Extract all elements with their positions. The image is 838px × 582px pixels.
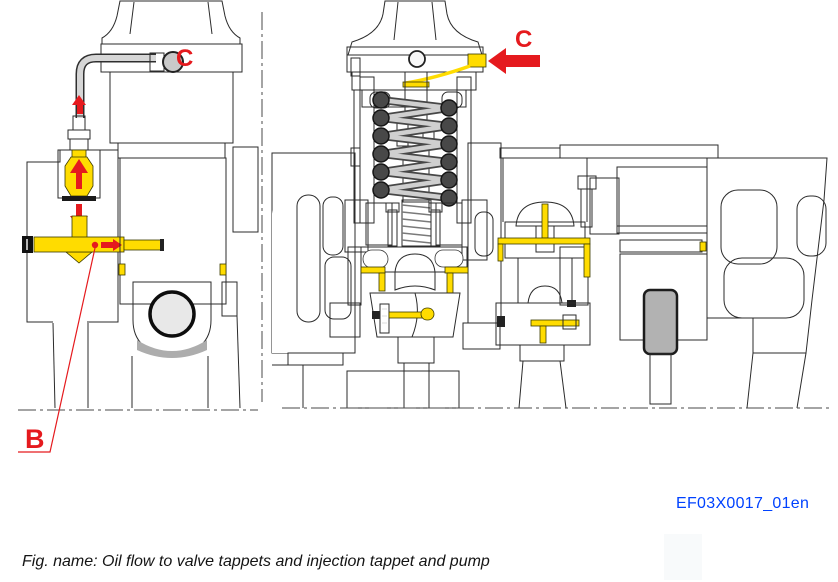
- seat-bolt-right: [430, 209, 441, 247]
- pipe-fitting: [72, 115, 86, 131]
- oil-nozzle: [420, 307, 435, 321]
- injection-tappet: [329, 246, 501, 409]
- tappet-roller: [148, 290, 196, 338]
- cover-band: [559, 144, 719, 159]
- tappet2-check-valve: [562, 314, 577, 330]
- block-hatch-mid-right: [589, 177, 620, 235]
- banjo-fitting: [162, 51, 184, 73]
- flow-arrow-right-icon: [101, 239, 122, 251]
- oil-gallery: [22, 215, 164, 264]
- flange-hole: [408, 50, 426, 68]
- flow-arrow-up-icon: [70, 159, 88, 189]
- label-c-right: C: [515, 26, 532, 53]
- figure-reference-code: EF03X0017_01en: [676, 495, 810, 512]
- far-right-engine-block: [616, 157, 828, 409]
- leader-line-b: [18, 247, 96, 453]
- label-b: B: [25, 424, 45, 454]
- flow-arrow-up-small-icon: [72, 95, 86, 114]
- leg-slot: [53, 282, 87, 323]
- crankcase-hatch-right: [232, 146, 259, 233]
- block-hatch-center: [467, 142, 502, 324]
- oil-pipe-outline: [75, 53, 156, 118]
- pump-wall-right: [456, 76, 472, 224]
- figure-caption: Fig. name: Oil flow to valve tappets and…: [22, 553, 490, 570]
- pushrod-tube: [101, 0, 241, 45]
- large-tappet-top: [616, 166, 708, 227]
- oil-pipe: [77, 55, 156, 118]
- right-view-valve-tappet: [495, 144, 719, 409]
- flow-arrow-left-icon: [488, 48, 540, 74]
- ghost-artifact: [664, 534, 702, 580]
- mushroom-follower: [515, 201, 575, 227]
- left-view-valve-tappet: [22, 0, 259, 409]
- oil-inlet-port: [467, 53, 487, 68]
- label-c-left: C: [176, 45, 193, 72]
- flow-dot: [91, 241, 99, 249]
- middle-view-injection-pump: [271, 0, 540, 409]
- large-tappet-stem: [642, 288, 679, 356]
- tappet-guide-right: [221, 281, 238, 317]
- pump-spring: [372, 91, 458, 207]
- seat-bolt-left: [387, 209, 398, 247]
- tappet-check-valve: [379, 303, 390, 334]
- tappet-housing: [109, 71, 234, 144]
